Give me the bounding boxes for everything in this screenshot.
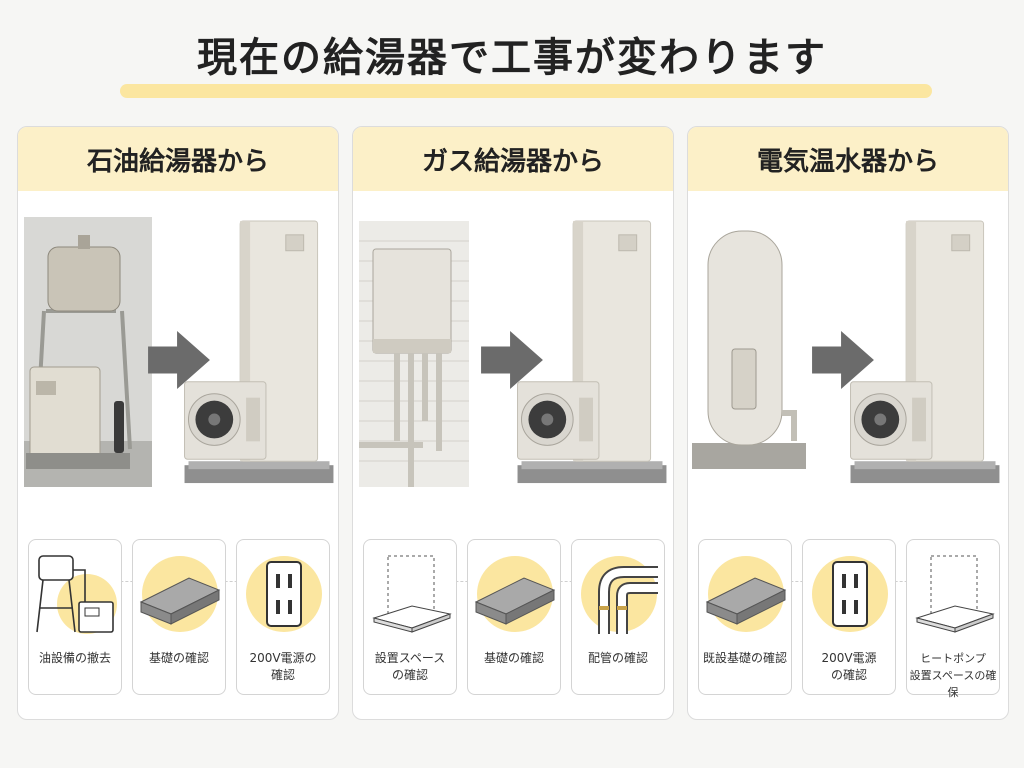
- check-card: ヒートポンプ 設置スペースの確保: [906, 539, 1000, 699]
- panel-heading: ガス給湯器から: [353, 127, 673, 191]
- oil-boiler-unit: [26, 366, 130, 469]
- page-title-area: 現在の給湯器で工事が変わります: [0, 28, 1024, 108]
- check-cards: 設置スペース の確認 基礎の確認 配管の確認: [363, 539, 665, 707]
- page-title: 現在の給湯器で工事が変わります: [197, 35, 827, 81]
- check-card: 油設備の撤去: [28, 539, 122, 695]
- check-card-label: 油設備の撤去: [38, 651, 111, 665]
- check-cards: 既設基礎の確認 200V電源 の確認 ヒートポンプ 設置スペースの確保: [698, 539, 1000, 707]
- gas-boiler-unit: [359, 248, 452, 487]
- eco-cute-unit: [184, 220, 334, 484]
- check-card-label: 配管の確認: [587, 651, 648, 665]
- scene-illustration: [353, 191, 673, 582]
- arrow-icon: [481, 331, 543, 389]
- outlet-icon: [246, 556, 322, 632]
- check-card-label: 既設基礎の確認: [702, 651, 787, 665]
- installation-space-icon: [374, 556, 450, 632]
- arrow-icon: [148, 331, 210, 389]
- check-card: 設置スペース の確認: [363, 539, 457, 695]
- check-card-label: 設置スペース の確認: [374, 651, 446, 682]
- piping-icon: [581, 556, 658, 634]
- panel-oil-boiler: 石油給湯器から 油設備の撤去: [17, 126, 339, 720]
- check-cards: 油設備の撤去 基礎の確認 200V電源の 確認: [28, 539, 330, 707]
- check-card: 配管の確認: [571, 539, 665, 695]
- scene-illustration: [18, 191, 338, 582]
- scene-illustration: [688, 191, 1008, 582]
- check-card: 200V電源 の確認: [802, 539, 896, 695]
- installation-space-icon: [917, 556, 993, 632]
- check-card-label: 200V電源 の確認: [821, 651, 877, 682]
- outlet-icon: [812, 556, 888, 632]
- check-card-label: ヒートポンプ 設置スペースの確保: [909, 652, 997, 699]
- panel-electric-water-heater: 電気温水器から 既設基礎の確認 200V電源 の確認 ヒートポンプ 設置スペース…: [687, 126, 1009, 720]
- electric-water-heater-unit: [692, 230, 806, 469]
- check-card: 200V電源の 確認: [236, 539, 330, 695]
- check-card-label: 200V電源の 確認: [249, 651, 317, 682]
- eco-cute-unit: [850, 220, 1000, 484]
- check-card: 基礎の確認: [132, 539, 226, 695]
- arrow-icon: [812, 331, 874, 389]
- oil-tank-stand: [34, 235, 132, 452]
- foundation-icon: [476, 556, 554, 632]
- eco-cute-unit: [517, 220, 667, 484]
- check-card-label: 基礎の確認: [148, 651, 209, 665]
- panel-heading: 石油給湯器から: [18, 127, 338, 191]
- check-card: 既設基礎の確認: [698, 539, 792, 695]
- title-highlight: [120, 84, 932, 98]
- foundation-icon: [141, 556, 219, 632]
- check-card-label: 基礎の確認: [483, 651, 544, 665]
- check-card: 基礎の確認: [467, 539, 561, 695]
- foundation-icon: [707, 556, 785, 632]
- panel-heading: 電気温水器から: [688, 127, 1008, 191]
- panel-gas-boiler: ガス給湯器から 設置スペース の確認 基礎の確認: [352, 126, 674, 720]
- oil-tank-removal-icon: [37, 556, 117, 634]
